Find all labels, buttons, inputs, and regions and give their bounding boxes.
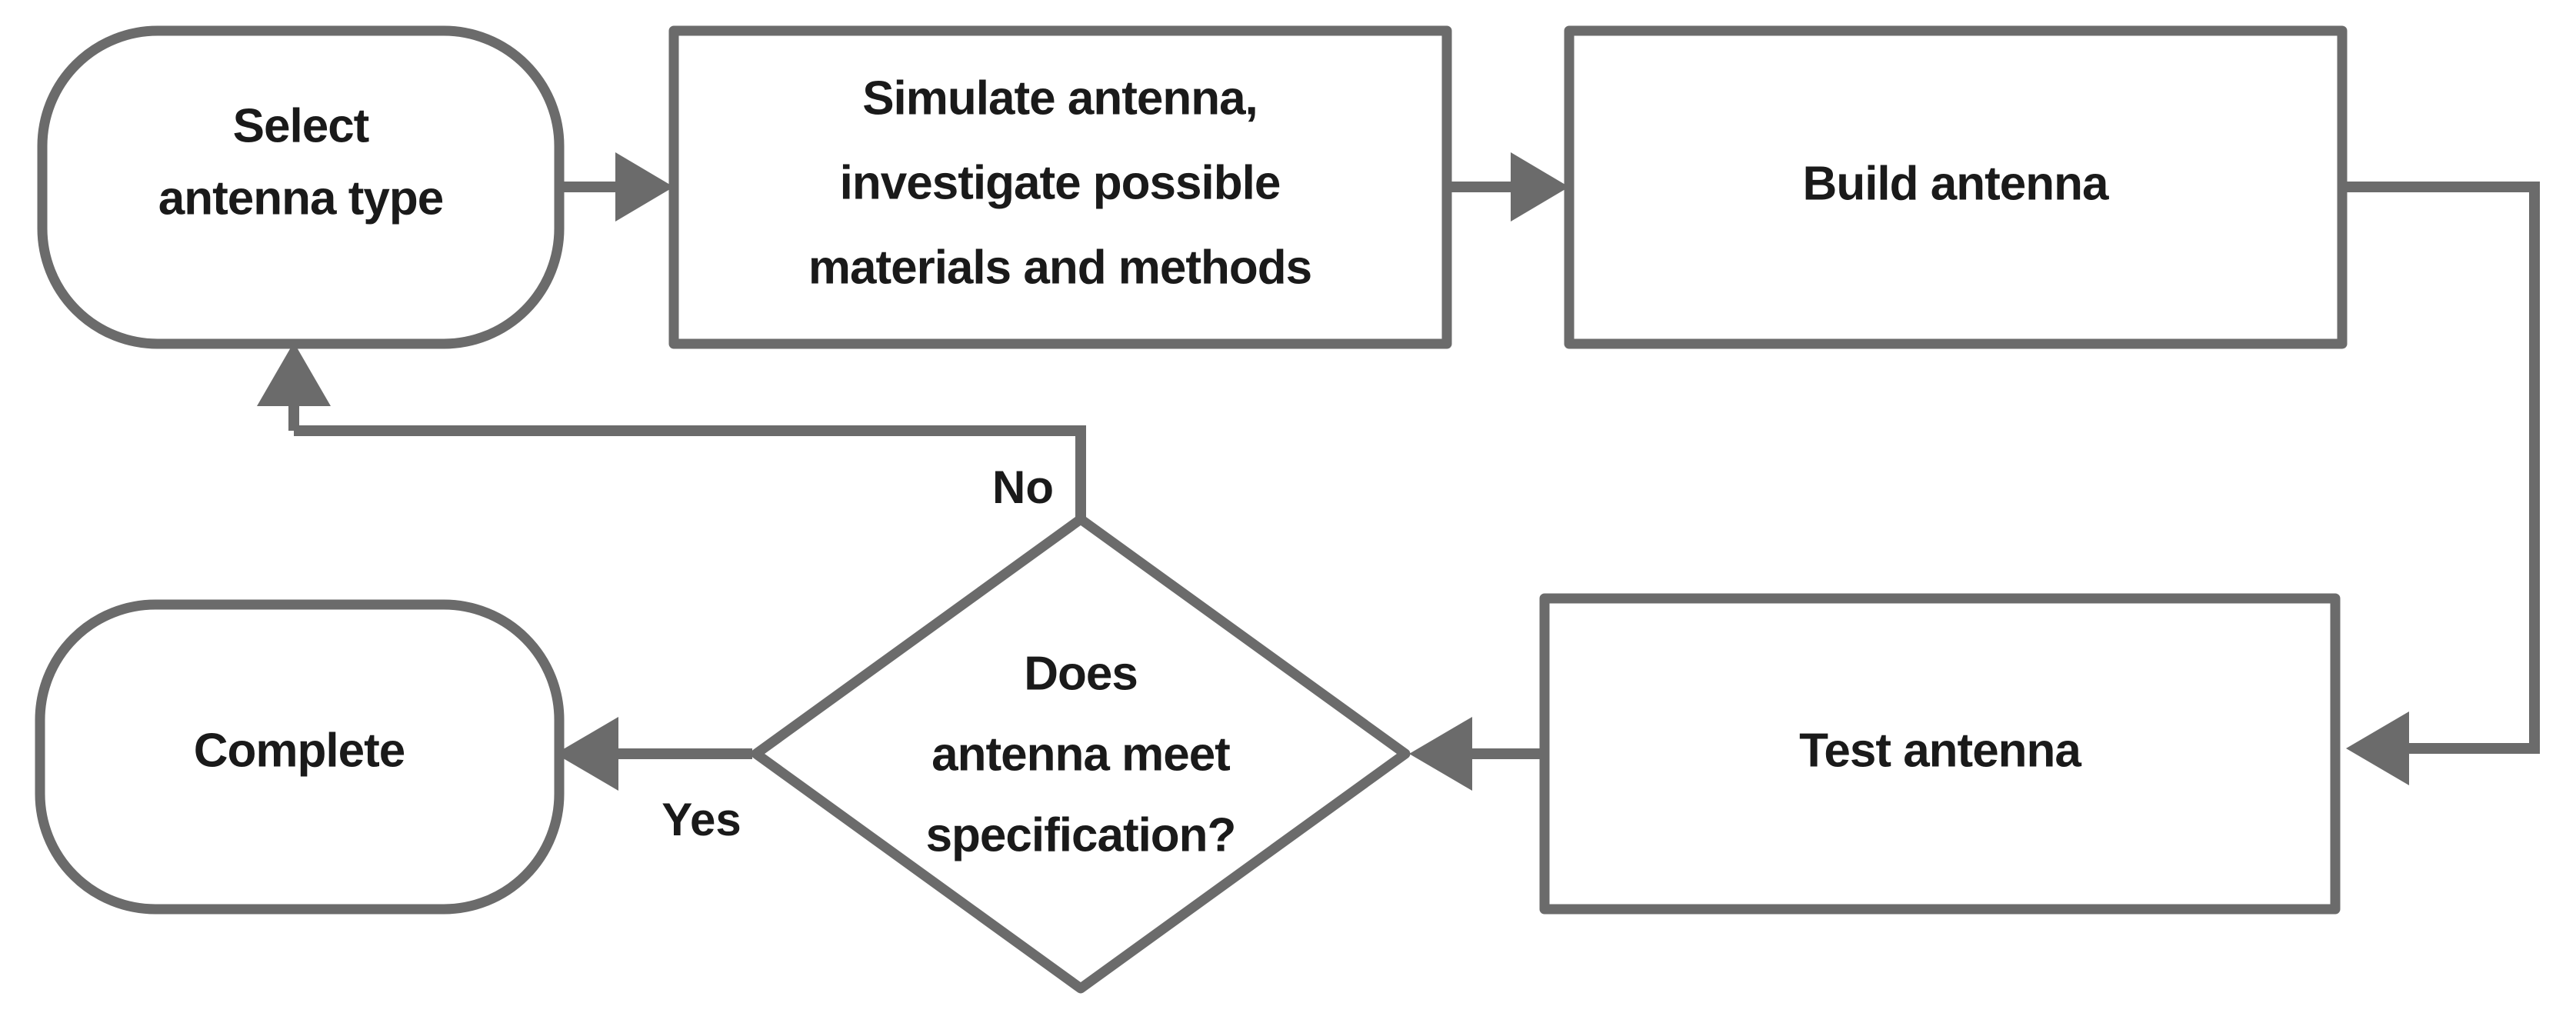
node-label-select-line2: antenna type (158, 172, 443, 225)
node-label-build: Build antenna (1803, 157, 2109, 210)
node-does-antenna-meet-specification[interactable]: Does antenna meet specification? (751, 514, 1411, 994)
edge-label-yes: Yes (661, 794, 741, 845)
node-label-simulate-line1: Simulate antenna, (862, 72, 1258, 125)
edge-decision-no (257, 342, 1086, 519)
node-select-antenna-type[interactable]: Select antenna type (37, 25, 565, 349)
edge-label-no: No (992, 462, 1054, 513)
edge-decision-yes (555, 717, 752, 791)
node-label-decision-line2: antenna meet (931, 728, 1230, 781)
edge-test-to-decision (1409, 717, 1545, 791)
node-build-antenna[interactable]: Build antenna (1564, 25, 2348, 349)
node-label-simulate-line3: materials and methods (808, 241, 1311, 294)
edge-select-to-simulate (559, 152, 674, 222)
node-label-select-line1: Select (233, 99, 369, 152)
node-label-complete: Complete (194, 724, 405, 777)
node-label-test: Test antenna (1799, 724, 2081, 777)
node-simulate-antenna[interactable]: Simulate antenna, investigate possible m… (668, 25, 1452, 349)
node-label-simulate-line2: investigate possible (840, 156, 1281, 209)
edge-build-to-test (2342, 182, 2540, 785)
node-label-decision-line1: Does (1024, 647, 1138, 700)
node-test-antenna[interactable]: Test antenna (1539, 593, 2341, 915)
node-label-decision-line3: specification? (926, 808, 1236, 861)
edge-simulate-to-build (1447, 152, 1569, 222)
node-complete[interactable]: Complete (35, 599, 565, 915)
